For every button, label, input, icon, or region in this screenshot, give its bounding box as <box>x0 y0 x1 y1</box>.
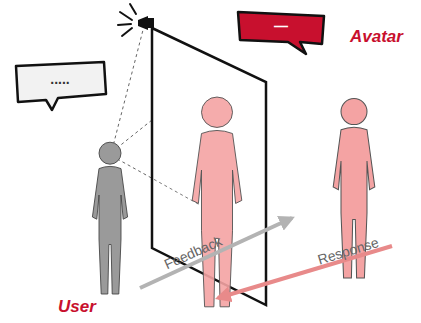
speech-bubble: — <box>236 10 326 50</box>
feedback-arrow <box>140 218 292 288</box>
bubble-text: ..... <box>50 72 69 86</box>
screen-avatar <box>192 97 242 307</box>
response-arrow <box>218 246 392 298</box>
camera-icon <box>118 4 154 36</box>
user-figure <box>92 142 127 294</box>
role-label: User <box>58 298 96 315</box>
bubble-text: — <box>274 19 288 33</box>
role-label: Avatar <box>350 28 403 45</box>
speech-bubble: ..... <box>12 60 108 106</box>
